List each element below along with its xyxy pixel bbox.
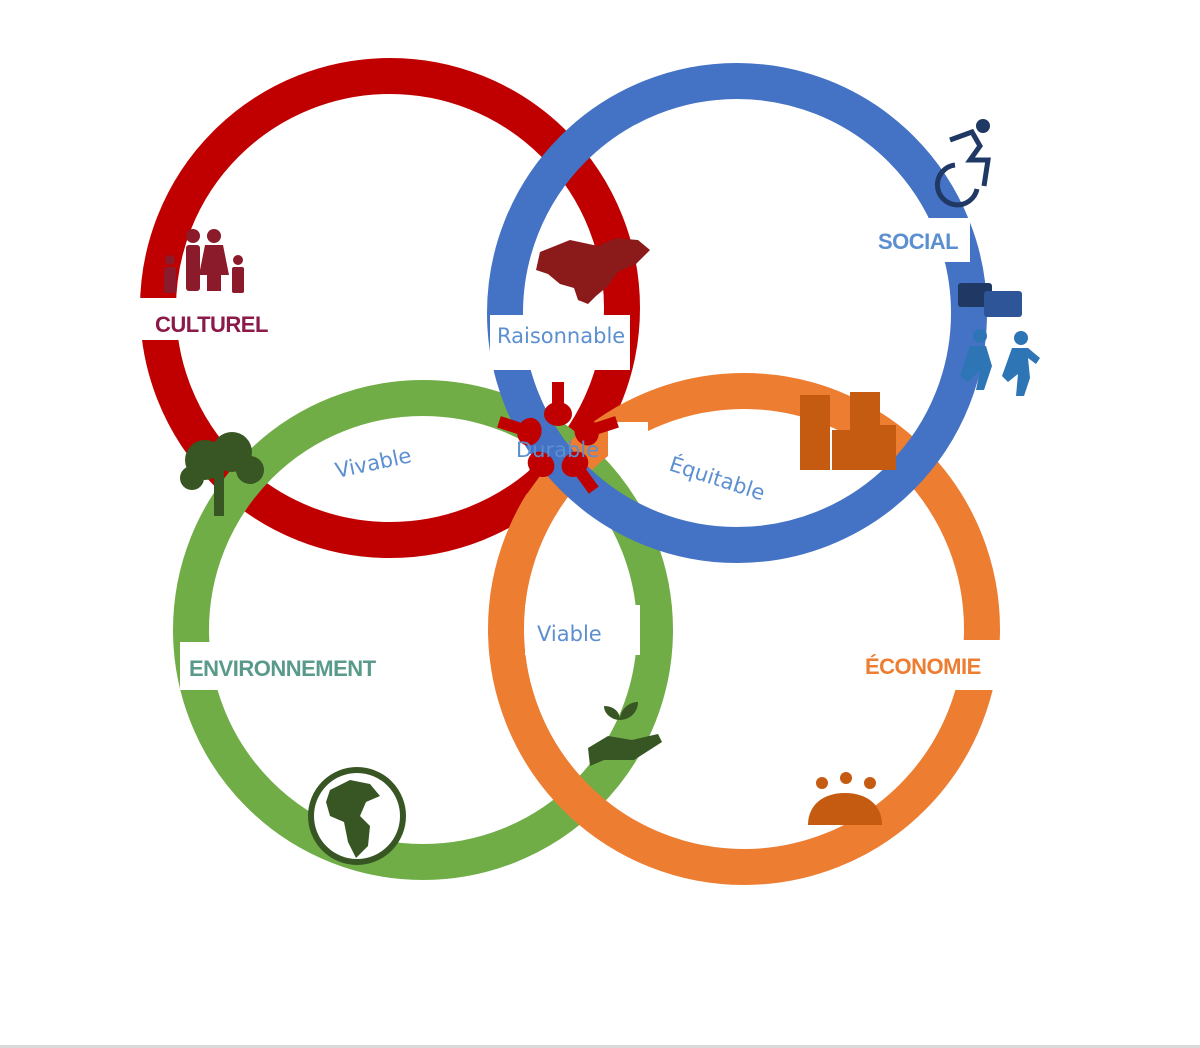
label-economie: ÉCONOMIE <box>865 654 981 679</box>
label-raisonnable: Raisonnable <box>497 324 625 348</box>
label-viable: Viable <box>537 622 602 646</box>
plant-in-hand-icon <box>588 702 662 766</box>
wheelchair-icon <box>934 119 991 208</box>
label-environnement: ENVIRONNEMENT <box>189 656 377 681</box>
label-durable: Durable <box>516 438 599 462</box>
ring-environnement <box>173 380 673 880</box>
ring-economie <box>488 373 1000 885</box>
conversation-icon <box>958 283 1040 396</box>
hands-circle-icon <box>497 382 619 494</box>
bottom-border <box>0 1045 1200 1048</box>
label-equitable: Équitable <box>666 451 768 505</box>
label-social: SOCIAL <box>878 229 958 254</box>
label-culturel: CULTUREL <box>155 312 268 337</box>
meeting-icon <box>808 772 882 825</box>
label-vivable: Vivable <box>333 443 413 483</box>
family-icon <box>164 229 244 293</box>
ring-social <box>487 63 987 563</box>
buildings-icon <box>800 392 896 470</box>
tree-icon <box>180 432 264 516</box>
globe-icon <box>308 767 406 865</box>
world-map-icon <box>536 238 650 304</box>
